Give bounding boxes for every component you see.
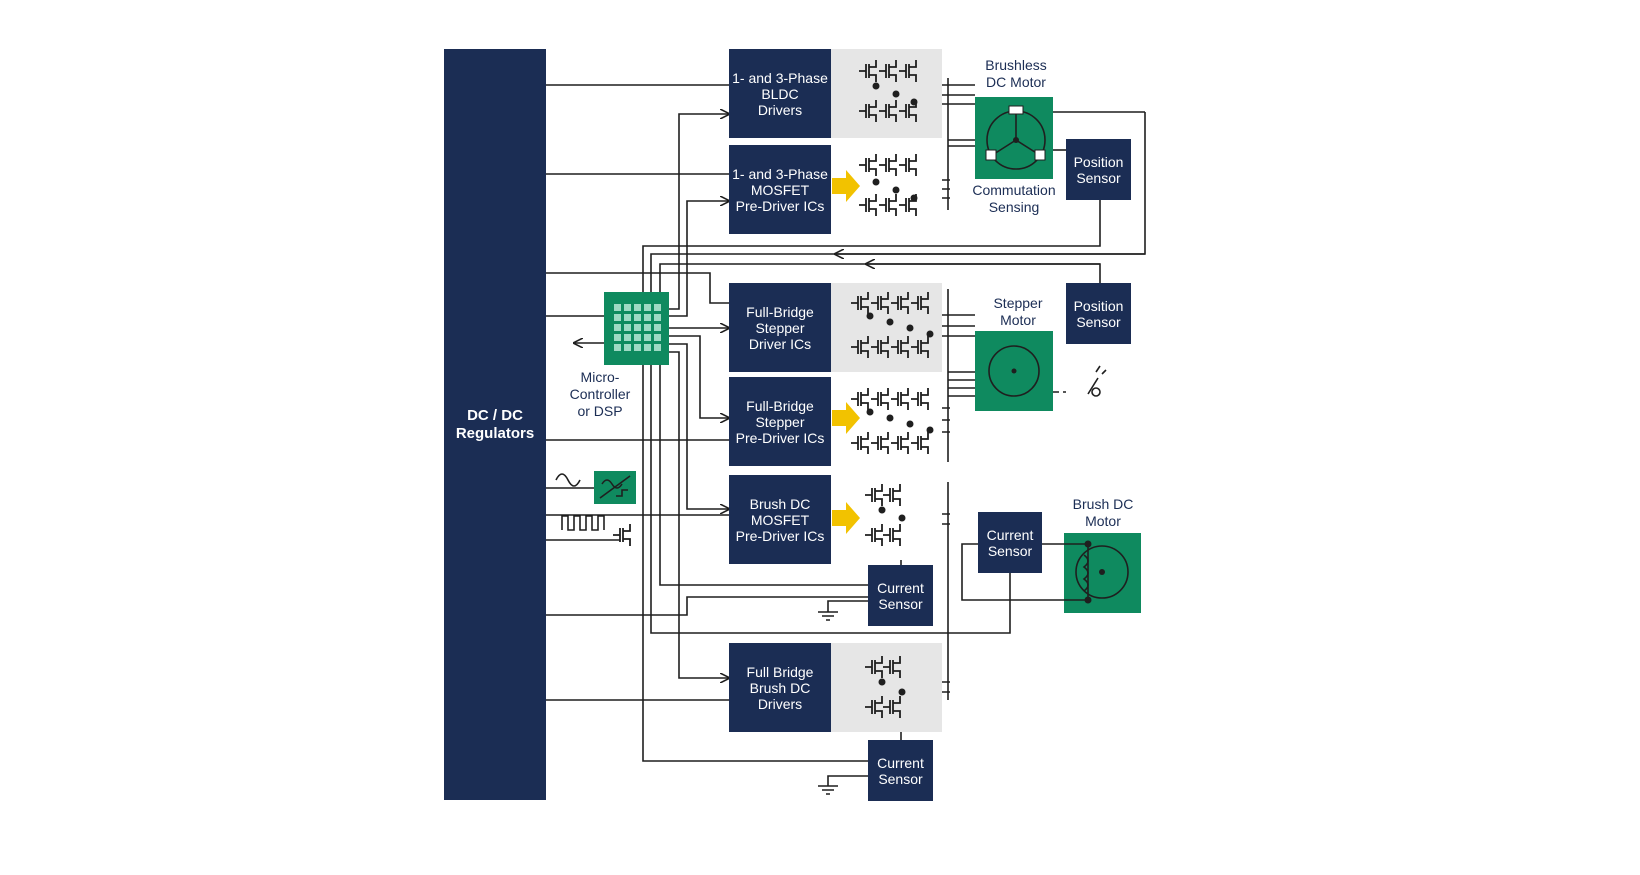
stepper-driver-block: Full-Bridge Stepper Driver ICs [729,283,831,372]
bridge-background-stepper [831,283,942,372]
commutation-label: Commutation Sensing [972,182,1056,215]
brush-motor-label: Brush DC Motor [1072,496,1134,529]
bldc-drivers-block: 1- and 3-Phase BLDC Drivers [729,49,831,138]
stepper-predriver-block: Full-Bridge Stepper Pre-Driver ICs [729,377,831,466]
dc-dc-regulators: DC / DC Regulators [444,49,546,800]
mosfet-predriver-block: 1- and 3-Phase MOSFET Pre-Driver ICs [729,145,831,234]
position-sensor-1: Position Sensor [1066,139,1131,200]
position-sensor-2: Position Sensor [1066,283,1131,344]
current-sensor-3: Current Sensor [868,740,933,801]
current-sensor-1: Current Sensor [868,565,933,626]
microcontroller-label: Micro- Controller or DSP [569,369,631,419]
stepper-motor-label: Stepper Motor [993,295,1043,328]
brush-driver-block: Full Bridge Brush DC Drivers [729,643,831,732]
bridge-background-brush [831,643,942,732]
bridge-background-bldc [831,49,942,138]
brush-predriver-block: Brush DC MOSFET Pre-Driver ICs [729,475,831,564]
bldc-motor-label: Brushless DC Motor [985,57,1047,90]
current-sensor-2: Current Sensor [978,512,1042,573]
